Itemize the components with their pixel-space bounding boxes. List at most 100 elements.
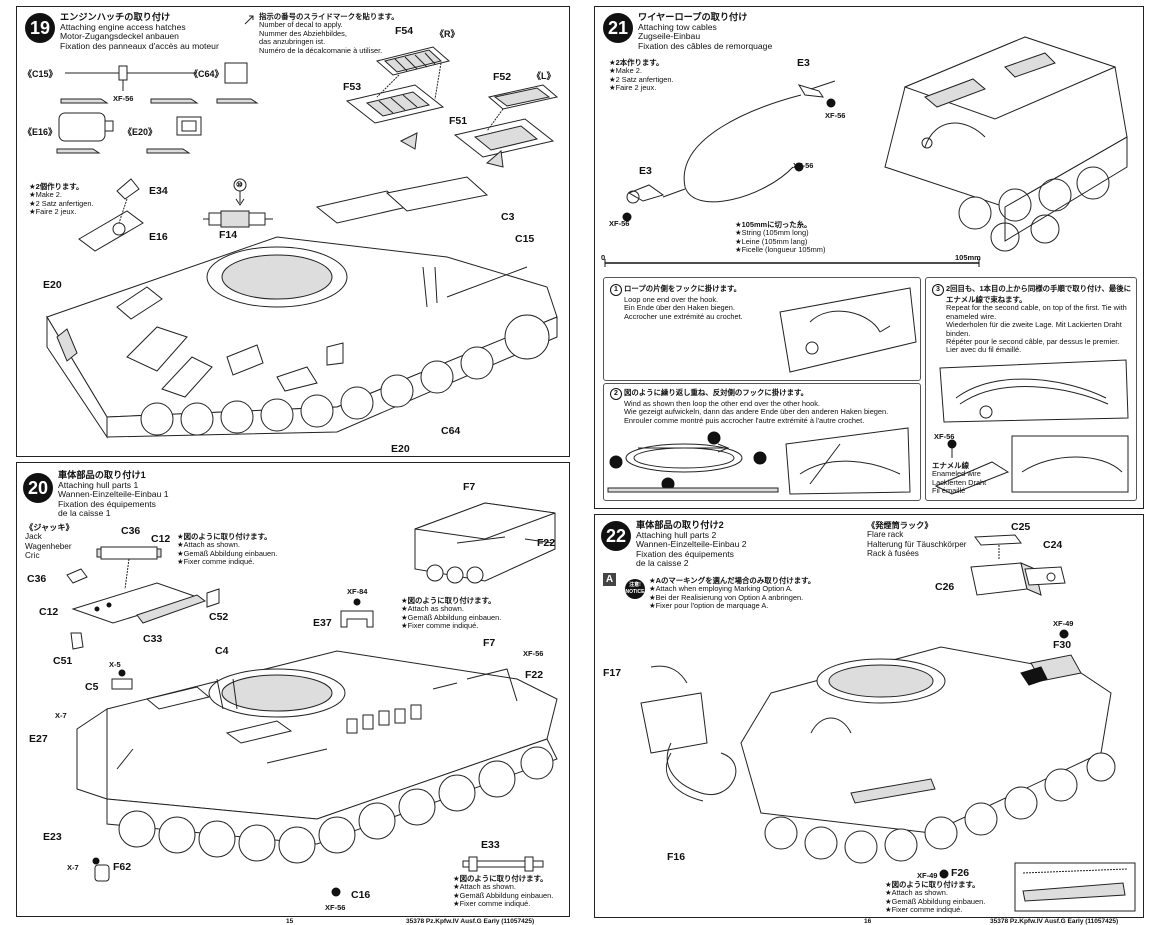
- flare-rack-part: [970, 534, 1066, 596]
- label-f52: F52: [493, 71, 512, 83]
- c5-part: [111, 669, 133, 690]
- c51-part: [70, 632, 84, 650]
- marking-option-badge: A: [603, 573, 616, 586]
- label-c36b: C36: [27, 573, 47, 585]
- e37-bracket-part: [340, 598, 374, 628]
- label-e20-ref: 《E20》: [123, 127, 158, 137]
- label-f30: F30: [1053, 639, 1072, 651]
- enameled-wire-detail: [934, 435, 1129, 495]
- label-c15: C15: [515, 233, 535, 245]
- attach-note-3: ★図のように取り付けます。 ★Attach as shown. ★Gemäß A…: [453, 874, 554, 909]
- label-f22a: F22: [537, 537, 556, 549]
- substep-2-number: 2: [610, 388, 622, 400]
- e33-detail: [462, 856, 544, 872]
- step-title: ワイヤーロープの取り付け Attaching tow cables Zugsei…: [638, 12, 773, 51]
- tank-rear-drawing: [640, 646, 1116, 864]
- decal-note: 指示の番号のスライドマークを貼ります。 Number of decal to a…: [259, 12, 399, 55]
- make2-note: ★2本作ります。 ★Make 2. ★2 Satz anfertigen. ★F…: [609, 58, 674, 93]
- label-c26: C26: [935, 581, 955, 593]
- c15-antenna-part: [60, 65, 199, 104]
- label-c25: C25: [1011, 521, 1031, 533]
- step-19-panel: 19 エンジンハッチの取り付け Attaching engine access …: [16, 6, 570, 457]
- label-e34: E34: [149, 185, 168, 197]
- marking-note: ★Aのマーキングを選んだ場合のみ取り付けます。 ★Attach when emp…: [649, 576, 816, 611]
- label-f16: F16: [667, 851, 686, 863]
- attach-note-2: ★図のように取り付けます。 ★Attach as shown. ★Gemäß A…: [401, 596, 502, 631]
- step-21-panel: 21 ワイヤーロープの取り付け Attaching tow cables Zug…: [594, 6, 1144, 509]
- f7-f22-detail: [414, 502, 556, 584]
- label-c16: C16: [351, 889, 371, 901]
- attach-note: ★図のように取り付けます。 ★Attach as shown. ★Gemäß A…: [885, 880, 986, 915]
- label-e23: E23: [43, 831, 62, 843]
- step-title: 車体部品の取り付け1 Attaching hull parts 1 Wannen…: [58, 470, 169, 519]
- label-f7a: F7: [463, 481, 476, 493]
- step-20-panel: 20 車体部品の取り付け1 Attaching hull parts 1 Wan…: [16, 462, 570, 917]
- label-c52: C52: [209, 611, 229, 623]
- hook-step-2-drawing: [785, 427, 911, 495]
- footer-title-left: 35378 Pz.Kpfw.IV Ausf.G Early (11057425): [406, 918, 535, 925]
- label-e37: E37: [313, 617, 332, 629]
- label-f14: F14: [219, 229, 238, 241]
- label-l: 《L》: [532, 71, 556, 81]
- f62-part: [92, 857, 110, 882]
- label-c4: C4: [215, 645, 229, 657]
- step-number: 22: [601, 521, 631, 551]
- label-c12b: C12: [39, 606, 59, 618]
- label-xf56b: XF-56: [609, 219, 630, 228]
- step-number: 21: [603, 13, 633, 43]
- title-fr: Fixation des panneaux d'accès au moteur: [60, 40, 219, 51]
- tow-cable-drawing: [622, 80, 836, 222]
- label-f62: F62: [113, 861, 132, 873]
- label-c36: C36: [121, 525, 141, 537]
- hatch-exploded-view: [345, 46, 559, 168]
- e34-e16-subassembly: [78, 178, 144, 252]
- f26-detail: [1014, 862, 1136, 912]
- label-e3b: E3: [639, 165, 652, 177]
- label-e16: E16: [149, 231, 168, 243]
- label-e20: E20: [43, 279, 62, 291]
- label-x7b: X-7: [67, 863, 79, 872]
- step-title: エンジンハッチの取り付け Attaching engine access hat…: [60, 12, 219, 51]
- label-xf56a: XF-56: [825, 111, 846, 120]
- tank-rear-drawing: [884, 36, 1128, 252]
- label-e16-ref: 《E16》: [23, 127, 58, 137]
- label-xf56a: XF-56: [523, 649, 544, 658]
- wire-paint-label: XF-56: [934, 432, 955, 441]
- label-xf49b: XF-49: [917, 871, 938, 880]
- label-c5: C5: [85, 681, 99, 693]
- xf56-paint-dot: [331, 887, 341, 897]
- enameled-wire-note: エナメル線 Enameled wire Lackierten Draht Fil…: [932, 461, 987, 496]
- title-en: Attaching engine access hatches: [60, 21, 186, 32]
- label-x5: X-5: [109, 660, 121, 669]
- jack-heading: 《ジャッキ》 Jack Wagenheber Cric: [25, 523, 74, 561]
- label-c15-ref: 《C15》: [23, 69, 58, 79]
- hook-step-1-drawing: [779, 287, 917, 373]
- make2-note: ★2個作ります。 ★Make 2. ★2 Satz anfertigen. ★F…: [29, 182, 94, 217]
- title-jp: エンジンハッチの取り付け: [60, 12, 171, 22]
- step-22-panel: 22 車体部品の取り付け2 Attaching hull parts 2 Wan…: [594, 514, 1144, 918]
- label-c3: C3: [501, 211, 515, 223]
- tank-hull-drawing: [76, 650, 558, 864]
- label-c64-ref: 《C64》: [189, 69, 224, 79]
- label-c51: C51: [53, 655, 73, 667]
- notice-icon: 注意! NOTICE: [625, 579, 645, 599]
- string-note: ★105mmに切った糸。 ★String (105mm long) ★Leine…: [735, 220, 826, 255]
- scale-ruler: [604, 259, 980, 267]
- label-xf56: XF-56: [113, 94, 134, 103]
- step-number: 20: [23, 473, 53, 503]
- label-f54: F54: [395, 25, 414, 37]
- label-c12: C12: [151, 533, 171, 545]
- label-f17: F17: [603, 667, 622, 679]
- scale-start: 0: [601, 253, 606, 262]
- label-xf84: XF-84: [347, 587, 368, 596]
- attach-note-1: ★図のように取り付けます。 ★Attach as shown. ★Gemäß A…: [177, 532, 278, 567]
- e16-part: [56, 112, 114, 154]
- e20-part: [146, 116, 202, 154]
- step-title: 車体部品の取り付け2 Attaching hull parts 2 Wannen…: [636, 520, 747, 569]
- label-e33: E33: [481, 839, 500, 851]
- label-f26: F26: [951, 867, 970, 879]
- label-xf49a: XF-49: [1053, 619, 1074, 628]
- label-e3a: E3: [797, 57, 810, 69]
